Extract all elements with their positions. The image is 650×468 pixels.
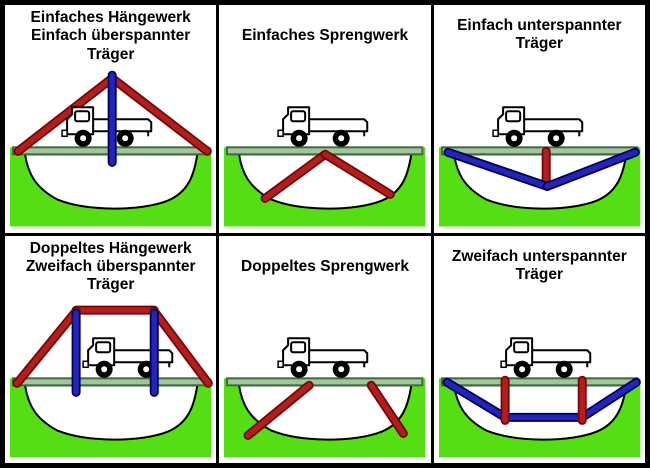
strut-left xyxy=(12,306,81,388)
doppeltes-haengewerk-diagram xyxy=(9,305,213,458)
tie-right xyxy=(577,377,641,422)
truck-icon xyxy=(277,106,369,148)
panel-einfaches-sprengwerk: Einfaches Sprengwerk xyxy=(219,5,431,233)
strut-right xyxy=(149,306,213,388)
truck-icon xyxy=(277,336,369,379)
einfaches-haengewerk-diagram xyxy=(9,70,213,228)
tie-left xyxy=(442,377,510,422)
truck-icon xyxy=(82,336,174,379)
truck-icon xyxy=(499,336,591,379)
tie-left xyxy=(443,147,552,191)
strut-right xyxy=(367,380,409,438)
strut-left xyxy=(243,380,314,440)
strut-left xyxy=(260,149,330,203)
strut-right xyxy=(320,149,396,199)
truck-icon xyxy=(61,106,153,148)
strut-left xyxy=(13,73,117,156)
panel-doppeltes-sprengwerk: Doppeltes Sprengwerk xyxy=(219,235,431,463)
truck-icon xyxy=(491,106,583,148)
einfach-unterspannter-traeger-diagram xyxy=(437,106,641,228)
strut-right xyxy=(107,73,212,156)
zweifach-unterspannter-traeger-diagram xyxy=(437,336,641,458)
panel-zweifach-unterspannter-traeger: Zweifach unterspannter Träger xyxy=(433,235,645,463)
panel-einfaches-haengewerk: Einfaches Hängewerk Einfach überspannter… xyxy=(5,5,217,233)
einfaches-sprengwerk-diagram xyxy=(223,106,427,228)
panel-einfach-unterspannter-traeger: Einfach unterspannter Träger xyxy=(433,5,645,233)
doppeltes-sprengwerk-diagram xyxy=(223,336,427,458)
panel-doppeltes-haengewerk: Doppeltes Hängewerk Zweifach überspannte… xyxy=(5,235,217,463)
tie-right xyxy=(542,147,640,191)
